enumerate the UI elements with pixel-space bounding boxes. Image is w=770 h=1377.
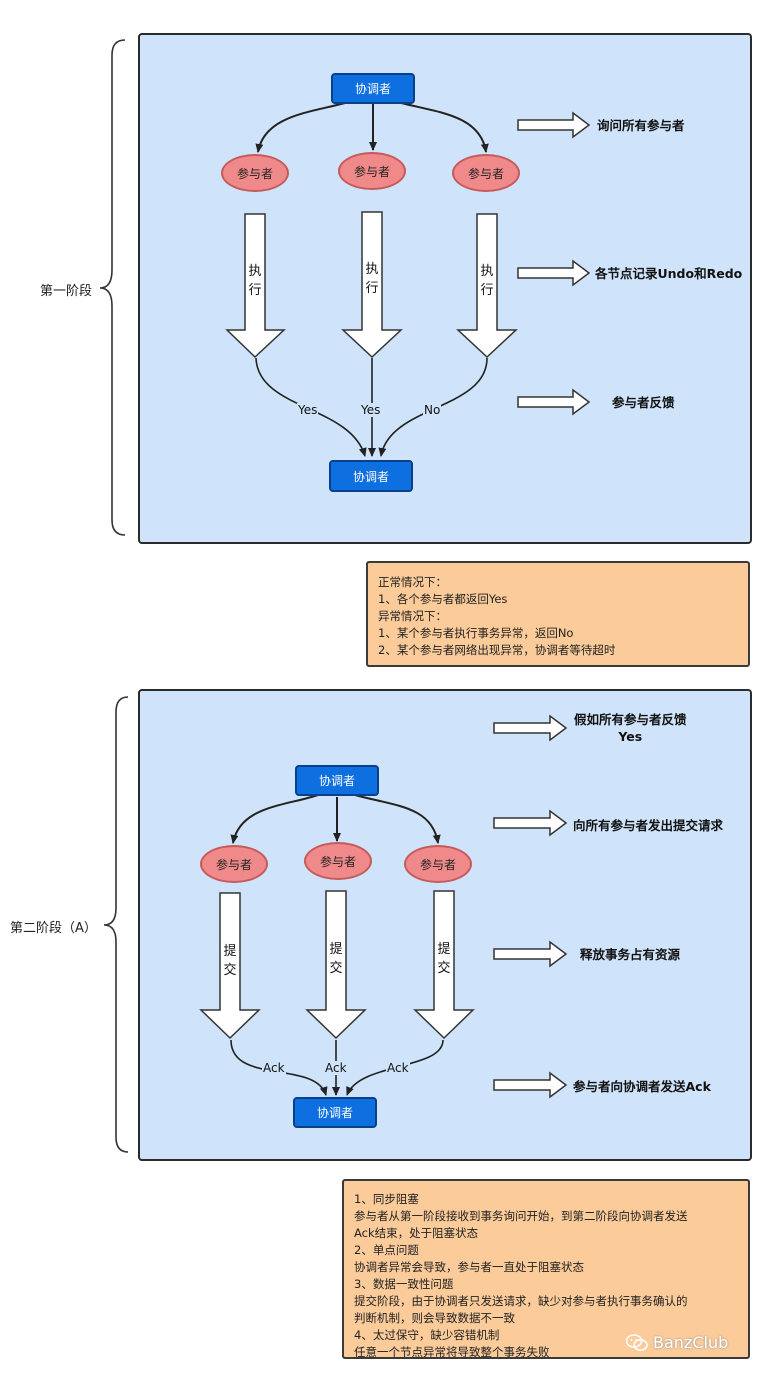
phase1-execute-arrows [225, 211, 518, 359]
note2-line-4: 2、单点问题 [354, 1243, 419, 1257]
phase1-brace [99, 39, 126, 536]
note1-line-2: 1、各个参与者都返回Yes [378, 592, 508, 606]
phase1-coordinator-top: 协调者 [331, 73, 415, 104]
note2-line-2: 参与者从第一阶段接收到事务询问开始，到第二阶段向协调者发送 [354, 1209, 688, 1223]
phase2-commit-label-2: 提交 [329, 942, 343, 976]
phase1-request-arrows [255, 99, 489, 153]
phase1-coordinator-bottom: 协调者 [329, 460, 413, 492]
phase1-label: 第一阶段 [40, 284, 93, 299]
note2-line-1: 1、同步阻塞 [354, 1192, 419, 1206]
phase2-coordinator-bottom: 协调者 [293, 1097, 377, 1128]
phase2-side-arrows [493, 714, 568, 1099]
phase1-participant-1: 参与者 [221, 154, 289, 192]
watermark-text: BanzClub [653, 1333, 729, 1352]
phase1-execute-label-1: 执行 [248, 264, 262, 298]
phase1-response-3: No [423, 403, 442, 417]
phase2-commit-arrows [199, 890, 475, 1040]
phase2-ack-2: Ack [324, 1061, 348, 1075]
phase2-commit-label-1: 提交 [223, 944, 237, 978]
phase2-side-note-1-line-1: 假如所有参与者反馈 [574, 712, 687, 727]
phase2-side-note-4: 参与者向协调者发送Ack [573, 1079, 711, 1094]
note2-line-10: 任意一个节点异常将导致整个事务失败 [354, 1345, 550, 1359]
phase2-brace [103, 696, 129, 1153]
note2-line-7: 提交阶段，由于协调者只发送请求，缺少对参与者执行事务确认的 [354, 1294, 688, 1308]
watermark: BanzClub [626, 1333, 728, 1352]
phase1-execute-label-2: 执行 [365, 262, 379, 296]
phase1-participant-2: 参与者 [338, 152, 406, 190]
phase2-participant-2: 参与者 [304, 842, 372, 880]
phase1-side-note-3: 参与者反馈 [612, 395, 675, 410]
phase1-panel [138, 33, 752, 544]
phase1-side-arrows [517, 111, 591, 416]
phase2-coordinator-top: 协调者 [295, 765, 379, 796]
phase1-side-note-1: 询问所有参与者 [597, 118, 685, 133]
phase2-participant-1: 参与者 [200, 845, 268, 883]
phase1-side-note-2: 各节点记录Undo和Redo [595, 266, 743, 281]
phase2-ack-1: Ack [262, 1061, 286, 1075]
note-phase2-problems: 1、同步阻塞 参与者从第一阶段接收到事务询问开始，到第二阶段向协调者发送 Ack… [342, 1179, 750, 1359]
phase2-side-note-3: 释放事务占有资源 [580, 947, 681, 962]
phase1-execute-label-3: 执行 [480, 264, 494, 298]
note2-line-5: 协调者异常会导致，参与者一直处于阻塞状态 [354, 1260, 584, 1274]
phase2-label: 第二阶段（A） [10, 921, 97, 936]
phase2-side-note-1: 假如所有参与者反馈 Yes [574, 711, 687, 745]
wechat-icon [626, 1333, 648, 1351]
phase2-commit-label-3: 提交 [437, 942, 451, 976]
note1-line-3: 异常情况下： [378, 609, 447, 623]
note2-line-3: Ack结束，处于阻塞状态 [354, 1226, 479, 1240]
phase1-participant-3: 参与者 [452, 154, 520, 192]
phase2-side-note-1-line-2: Yes [618, 729, 643, 744]
phase1-response-1: Yes [297, 403, 319, 417]
note2-line-6: 3、数据一致性问题 [354, 1277, 454, 1291]
note-phase1-cases: 正常情况下： 1、各个参与者都返回Yes 异常情况下： 1、某个参与者执行事务异… [366, 561, 750, 667]
phase1-response-2: Yes [360, 403, 382, 417]
note1-line-5: 2、某个参与者网络出现异常，协调者等待超时 [378, 643, 616, 657]
note2-line-8: 判断机制，则会导致数据不一致 [354, 1311, 515, 1325]
phase2-side-note-2: 向所有参与者发出提交请求 [573, 818, 724, 833]
note1-line-4: 1、某个参与者执行事务异常，返回No [378, 626, 574, 640]
note1-line-1: 正常情况下： [378, 575, 447, 589]
phase2-participant-3: 参与者 [404, 845, 472, 883]
phase2-request-arrows [230, 794, 441, 844]
note2-line-9: 4、太过保守，缺少容错机制 [354, 1328, 500, 1342]
phase2-ack-3: Ack [386, 1061, 410, 1075]
